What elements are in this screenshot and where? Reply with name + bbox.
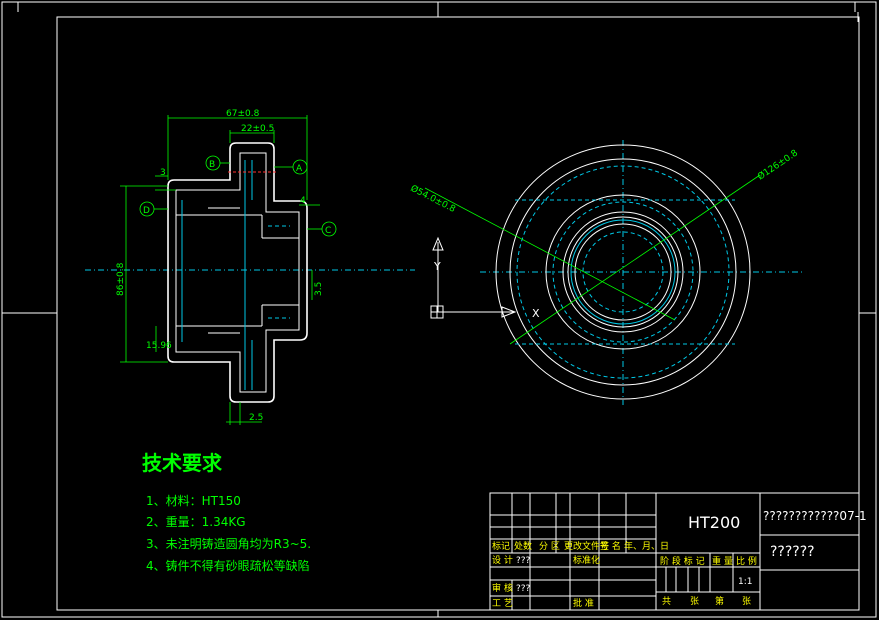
title-block: HT200 ????????????07-1 ?????? 1:1 标记 处数 … [489, 492, 867, 611]
datum-d-label: D [143, 206, 150, 216]
part-name: ?????? [770, 544, 815, 560]
tech-req-item-1: 1、材料：HT150 [146, 494, 241, 508]
dim-bottom-offset: 2.5 [249, 413, 263, 423]
datum-b-label: B [209, 160, 215, 170]
tb-total-label: 共 [662, 596, 671, 607]
tb-scale-label: 比 例 [736, 555, 757, 567]
ucs-axis-icon: Y X [430, 236, 540, 320]
end-view: Ø54.0±0.8 Ø126±0.8 [409, 140, 805, 405]
tb-review-value: ??? [516, 584, 531, 594]
dim-overall-width: 67±0.8 [226, 109, 260, 119]
tb-sheet-no-label: 第 [715, 595, 724, 607]
datum-markers: B A C D [139, 155, 337, 237]
outer-rim-circle [495, 144, 751, 400]
tb-approve-label: 批 准 [573, 597, 594, 609]
ucs-x-label: X [532, 307, 540, 320]
tb-standardize-label: 标准化 [573, 554, 600, 566]
tb-stage-label: 阶 段 标 记 [660, 555, 705, 567]
dim-wall-left: 3 [160, 168, 166, 178]
material-label: HT200 [688, 513, 740, 532]
section-outer-profile [167, 142, 308, 403]
datum-a-label: A [296, 164, 303, 174]
tech-req-title: 技术要求 [142, 451, 223, 475]
datum-c-label: C [325, 226, 331, 236]
dim-bottom-step: 15.96 [146, 341, 172, 351]
dim-height: 86±0.8 [116, 262, 126, 296]
dim-small-step: 4 [300, 196, 306, 206]
tb-hdr-date: 年、月、日 [624, 540, 669, 552]
tech-req-item-3: 3、未注明铸造圆角均为R3~5. [146, 536, 311, 551]
dim-chamfer: 3.5 [314, 282, 324, 296]
section-view [85, 142, 415, 403]
tb-design-value: ??? [516, 556, 531, 566]
section-dimensions: 67±0.8 22±0.5 86±0.8 3 15.96 4 3.5 2.5 [116, 109, 324, 425]
tb-hdr-change-doc: 更改文件号 [564, 540, 609, 552]
section-inner-profile [175, 152, 300, 393]
tb-weight-label: 重 量 [712, 555, 733, 567]
dim-outer-diameter: Ø126±0.8 [756, 147, 801, 182]
tech-req-item-2: 2、重量：1.34KG [146, 515, 246, 529]
tech-req-item-4: 4、铸件不得有砂眼疏松等缺陷 [146, 558, 310, 573]
ucs-y-label: Y [433, 260, 441, 273]
tb-hdr-zone: 分 区 [539, 541, 560, 552]
drawing-number: ????????????07-1 [763, 509, 867, 523]
technical-requirements: 技术要求 1、材料：HT150 2、重量：1.34KG 3、未注明铸造圆角均为R… [142, 451, 311, 573]
scale-value: 1:1 [738, 577, 752, 587]
tb-sheets-label-2: 张 [742, 596, 751, 607]
dim-inner-diameter: Ø54.0±0.8 [409, 183, 458, 215]
tb-hdr-count: 处数 [514, 540, 532, 552]
tb-design-label: 设 计 [492, 554, 513, 566]
dim-flange-width: 22±0.5 [241, 124, 274, 134]
tb-hdr-sign: 签 名 [600, 540, 621, 552]
tb-hdr-mark: 标记 [492, 540, 510, 552]
tb-sheets-label-1: 张 [690, 596, 699, 607]
tb-review-label: 审 核 [492, 582, 513, 594]
tb-process-label: 工 艺 [492, 598, 513, 609]
